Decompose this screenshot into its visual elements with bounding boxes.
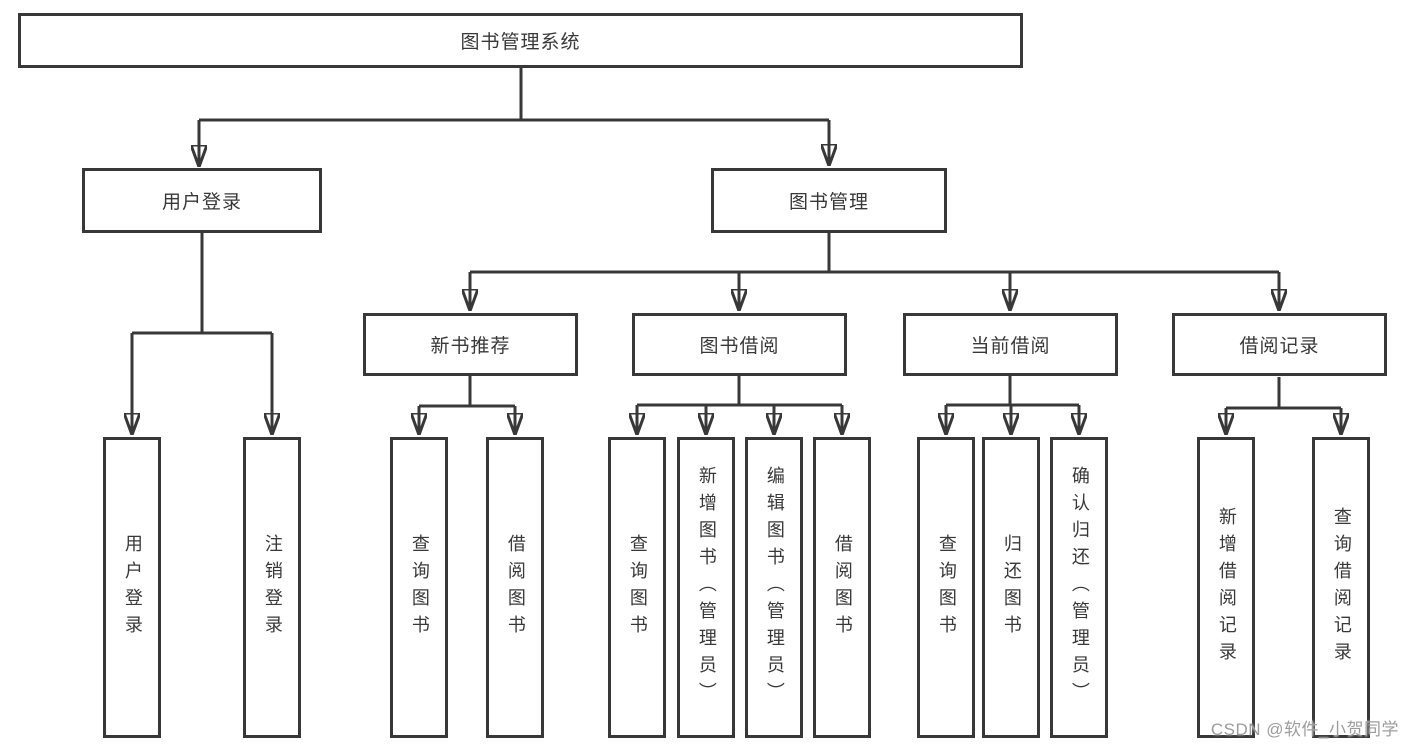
node-root: 图书管理系统 — [18, 13, 1023, 68]
trunk-book-borrow — [637, 376, 842, 407]
node-book-mgmt: 图书管理 — [711, 168, 947, 233]
leaf-edit-books-admin: 编辑图书（管理员） — [745, 437, 803, 738]
leaf-query-borrow-record: 查询借阅记录 — [1312, 437, 1370, 738]
leaf-add-borrow-record: 新增借阅记录 — [1197, 437, 1255, 738]
trunk-new-book-rec — [419, 376, 515, 408]
trunk-current-borrow — [946, 376, 1079, 407]
trunk-user-login — [132, 233, 272, 335]
leaf-query-books-current: 查询图书 — [917, 437, 975, 738]
leaf-query-books-newrec: 查询图书 — [390, 437, 448, 738]
leaf-borrow-books-borrow: 借阅图书 — [813, 437, 871, 738]
leaf-return-books: 归还图书 — [982, 437, 1040, 738]
node-user-login: 用户登录 — [82, 168, 322, 233]
watermark: CSDN @软件_小贺同学 — [1210, 720, 1399, 739]
node-new-book-rec: 新书推荐 — [363, 313, 578, 376]
node-borrow-records: 借阅记录 — [1172, 313, 1387, 376]
leaf-borrow-books-newrec: 借阅图书 — [486, 437, 544, 738]
leaf-add-books-admin: 新增图书（管理员） — [677, 437, 735, 738]
leaf-confirm-return-admin: 确认归还（管理员） — [1050, 437, 1108, 738]
trunk-root — [199, 68, 829, 122]
trunk-book-mgmt — [470, 233, 1279, 274]
node-book-borrow: 图书借阅 — [632, 313, 847, 376]
leaf-query-books-borrow: 查询图书 — [608, 437, 666, 738]
trunk-borrow-records — [1226, 377, 1341, 410]
node-current-borrow: 当前借阅 — [903, 313, 1118, 376]
leaf-user-login: 用户登录 — [103, 437, 161, 738]
leaf-logout-login: 注销登录 — [243, 437, 301, 738]
